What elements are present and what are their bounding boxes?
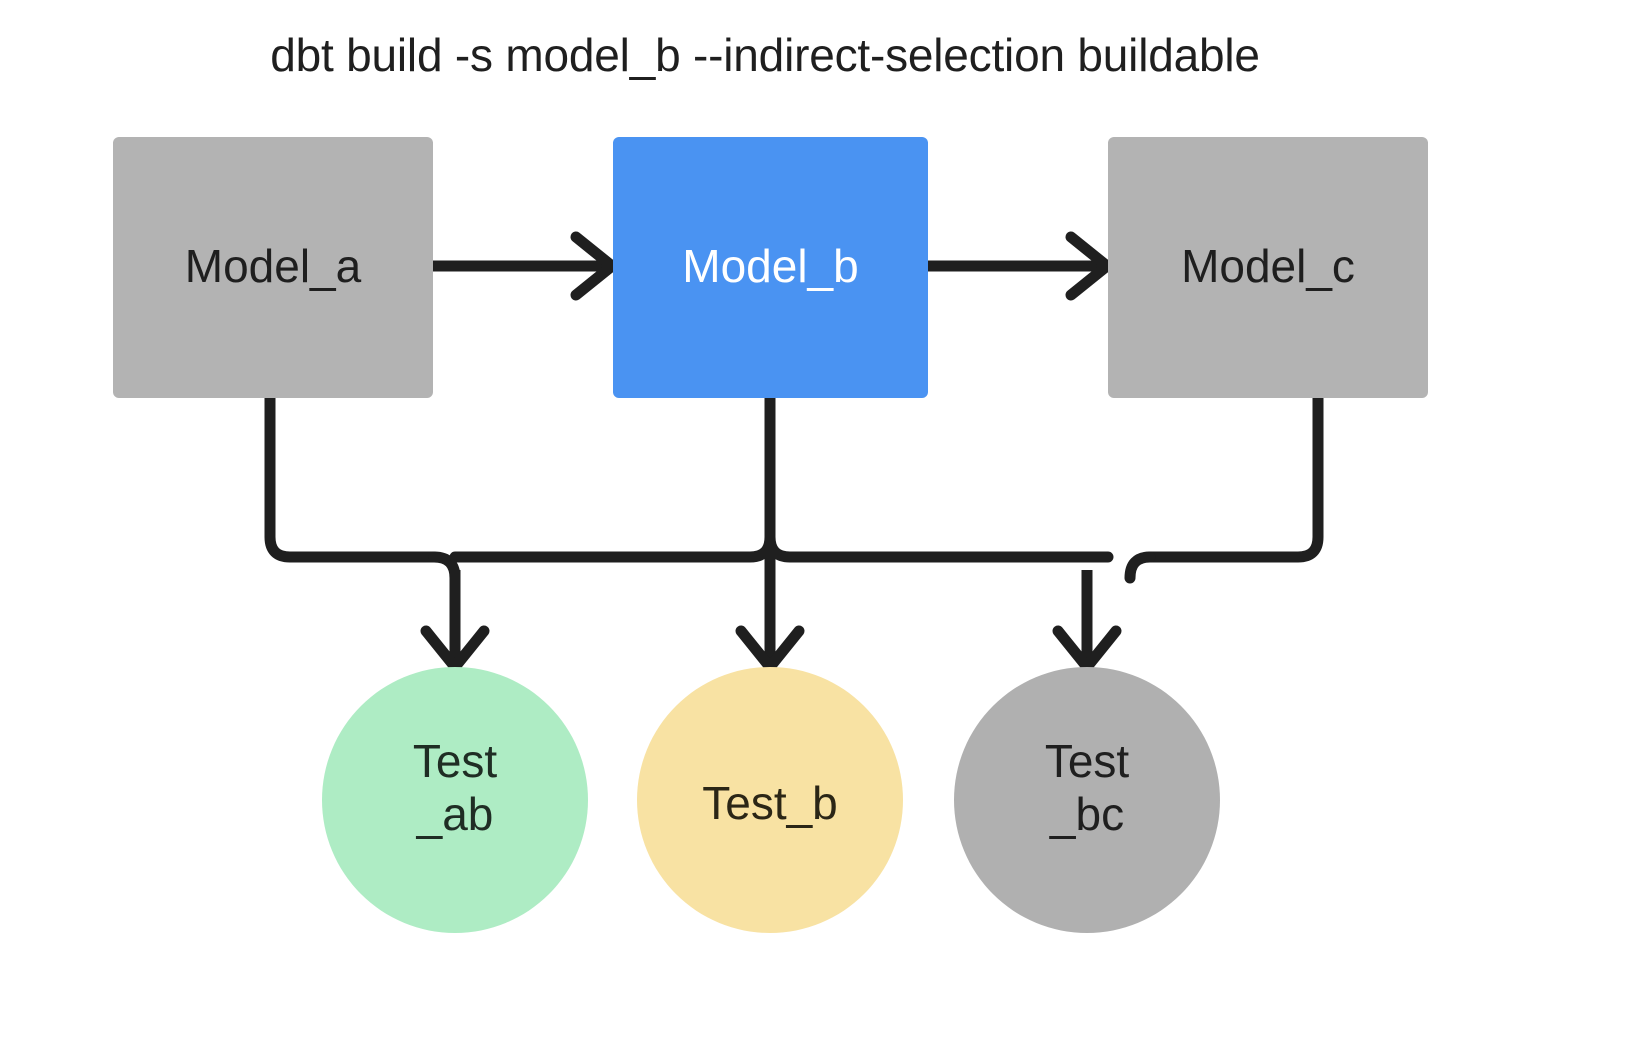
edge-model-c-to-bus <box>1144 392 1324 563</box>
node-test-ab[interactable]: Test _ab <box>322 667 588 933</box>
node-test-ab-label: Test _ab <box>412 735 498 840</box>
bus-segment-left <box>428 531 776 584</box>
node-test-bc[interactable]: Test _bc <box>954 667 1220 933</box>
edge-bus-to-test-bc <box>1052 570 1122 676</box>
edge-model-a-to-model-b <box>433 231 621 301</box>
edge-model-b-to-test-b <box>735 398 805 676</box>
edge-bus-to-test-ab <box>420 570 490 676</box>
edge-model-a-to-bus <box>264 392 440 563</box>
bus-segment-right <box>764 531 1156 584</box>
node-model-a[interactable]: Model_a <box>113 137 433 398</box>
node-model-a-label: Model_a <box>184 240 362 292</box>
node-model-c[interactable]: Model_c <box>1108 137 1428 398</box>
node-test-b[interactable]: Test_b <box>637 667 903 933</box>
node-test-b-label: Test_b <box>702 777 838 829</box>
diagram-title: dbt build -s model_b --indirect-selectio… <box>270 29 1260 81</box>
node-model-b[interactable]: Model_b <box>613 137 928 398</box>
node-model-b-label: Model_b <box>682 240 859 292</box>
edge-model-b-to-model-c <box>928 231 1116 301</box>
node-test-bc-label: Test _bc <box>1044 735 1130 840</box>
node-model-c-label: Model_c <box>1181 240 1355 292</box>
